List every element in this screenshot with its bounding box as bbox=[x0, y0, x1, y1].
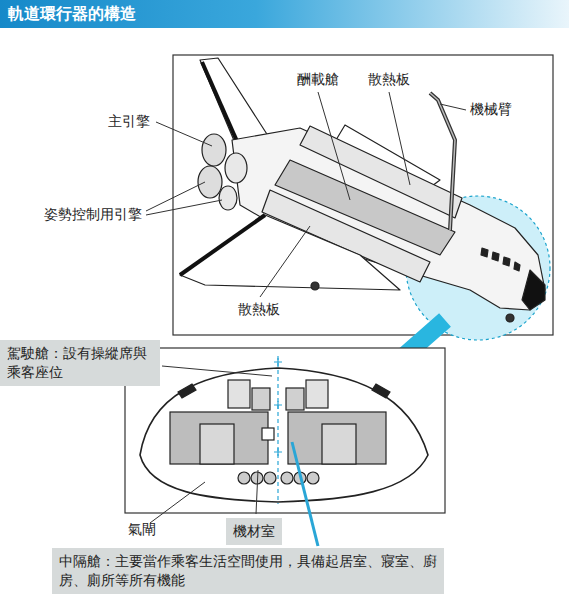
window bbox=[481, 248, 488, 257]
wing-edge bbox=[180, 215, 265, 275]
tail-edge bbox=[202, 62, 240, 148]
part-label: 機械臂 bbox=[470, 100, 512, 118]
title-band: 軌道環行器的構造 bbox=[0, 0, 569, 28]
top-frame bbox=[173, 55, 553, 335]
leader-line bbox=[162, 366, 272, 376]
robot-arm bbox=[430, 93, 455, 230]
part-label: 姿勢控制用引擎 bbox=[44, 205, 142, 223]
engine bbox=[225, 153, 247, 183]
leader-line bbox=[150, 482, 205, 523]
oms-pod bbox=[219, 186, 237, 210]
leader-line bbox=[260, 226, 310, 297]
landing-gear bbox=[506, 314, 514, 322]
part-label: 主引擎 bbox=[108, 112, 150, 130]
tank bbox=[264, 472, 276, 484]
window bbox=[503, 257, 510, 266]
part-label: 散熱板 bbox=[238, 300, 280, 318]
window bbox=[178, 384, 196, 398]
cockpit-section bbox=[140, 368, 428, 502]
window bbox=[372, 384, 390, 398]
engine bbox=[198, 166, 222, 198]
center-line bbox=[277, 356, 278, 504]
part-label: 散熱板 bbox=[368, 70, 410, 88]
title-text: 軌道環行器的構造 bbox=[8, 4, 136, 24]
leader-line bbox=[156, 122, 212, 146]
callout-box: 駕駛艙：設有操縱席與乘客座位 bbox=[0, 340, 160, 386]
leader-line bbox=[146, 200, 222, 215]
seat bbox=[286, 388, 304, 410]
callout-box: 中隔艙：主要當作乘客生活空間使用，具備起居室、寢室、廚房、廁所等所有機能 bbox=[52, 548, 444, 594]
callout-text: 機材室 bbox=[233, 522, 275, 541]
engine bbox=[202, 134, 226, 166]
deck-marks bbox=[274, 358, 282, 456]
seat bbox=[228, 380, 250, 408]
seat bbox=[306, 380, 328, 408]
leader-line bbox=[440, 104, 466, 110]
leader-line bbox=[146, 182, 205, 211]
bottom-frame bbox=[125, 348, 445, 513]
front-wing bbox=[180, 215, 400, 290]
tank bbox=[281, 472, 293, 484]
tank bbox=[238, 472, 250, 484]
compartment bbox=[288, 412, 386, 464]
orbiter-drawing bbox=[180, 58, 545, 322]
robot-arm bbox=[430, 93, 455, 230]
tank bbox=[307, 472, 319, 484]
leader-lines bbox=[146, 92, 466, 297]
seat bbox=[252, 388, 270, 410]
window bbox=[514, 262, 520, 271]
nose-cone bbox=[522, 270, 545, 310]
locker bbox=[322, 424, 356, 464]
window bbox=[492, 252, 499, 261]
leader-line bbox=[318, 92, 350, 200]
leader-line bbox=[389, 92, 410, 185]
callout-text: 中隔艙：主要當作乘客生活空間使用，具備起居室、寢室、廚房、廁所等所有機能 bbox=[59, 552, 437, 590]
landing-gear bbox=[311, 282, 319, 290]
hatch bbox=[262, 428, 274, 440]
leader-line bbox=[292, 442, 318, 546]
part-label: 氣閘 bbox=[128, 520, 156, 538]
locker bbox=[200, 424, 234, 464]
part-label: 酬載艙 bbox=[297, 70, 339, 88]
compartment bbox=[170, 412, 268, 464]
callout-box: 機材室 bbox=[226, 518, 282, 545]
leader-line bbox=[256, 470, 258, 514]
cockpit-outline bbox=[140, 368, 428, 502]
callout-text: 駕駛艙：設有操縱席與乘客座位 bbox=[7, 344, 153, 382]
